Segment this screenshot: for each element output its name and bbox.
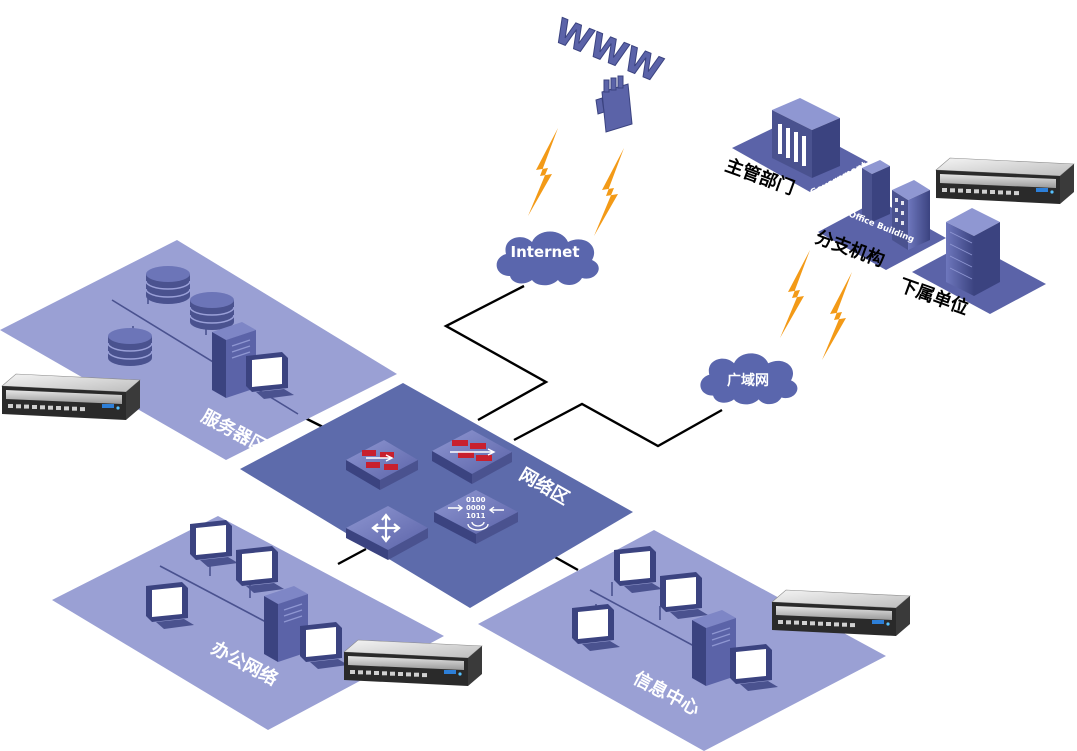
www-icon: WWW <box>548 11 668 133</box>
branch-platform <box>818 200 946 270</box>
internet-group: WWW Internet <box>496 11 668 286</box>
database-icon <box>107 327 153 367</box>
lightning-icon <box>528 128 558 216</box>
lightning-icon <box>780 250 810 338</box>
lightning-icon <box>594 148 624 236</box>
data-switch-icon: 0100 0000 1011 <box>434 490 518 544</box>
server-tower-icon <box>691 609 737 687</box>
server-zone: 服务器区 <box>0 240 397 460</box>
info-center-platform <box>478 530 886 751</box>
database-icon <box>145 265 191 305</box>
rack-server-icon <box>343 639 483 687</box>
router-icon <box>346 506 428 560</box>
link-network-wan <box>513 402 723 448</box>
binary-line-3: 1011 <box>466 512 486 520</box>
binary-line-2: 0000 <box>466 504 486 512</box>
network-zone-platform <box>240 383 633 608</box>
database-icon <box>189 291 235 331</box>
rack-server-icon <box>771 589 911 637</box>
network-zone: 0100 0000 1011 网络区 <box>240 383 633 608</box>
wan-cloud-label: 广域网 <box>727 372 769 389</box>
wan-group: 广域网 <box>700 250 852 405</box>
building-icon <box>946 208 1000 296</box>
building-icon <box>772 98 840 178</box>
building-icon <box>862 160 930 250</box>
firewall-icon <box>432 430 512 484</box>
www-text: WWW <box>549 11 668 90</box>
office-zone: 办公网络 <box>52 516 483 730</box>
binary-line-1: 0100 <box>466 496 486 504</box>
server-zone-platform <box>0 240 397 460</box>
internet-cloud-label: Internet <box>510 243 579 261</box>
firewall-icon <box>346 440 418 490</box>
link-internet-network <box>443 284 549 422</box>
remote-sites: Government Office Building <box>722 98 1075 319</box>
link-network-info <box>552 554 579 572</box>
rack-server-icon <box>935 157 1075 205</box>
rack-server-icon <box>1 373 141 421</box>
link-network-office <box>337 547 367 566</box>
lightning-icon <box>822 272 852 360</box>
info-center-zone: 信息中心 <box>478 530 911 751</box>
